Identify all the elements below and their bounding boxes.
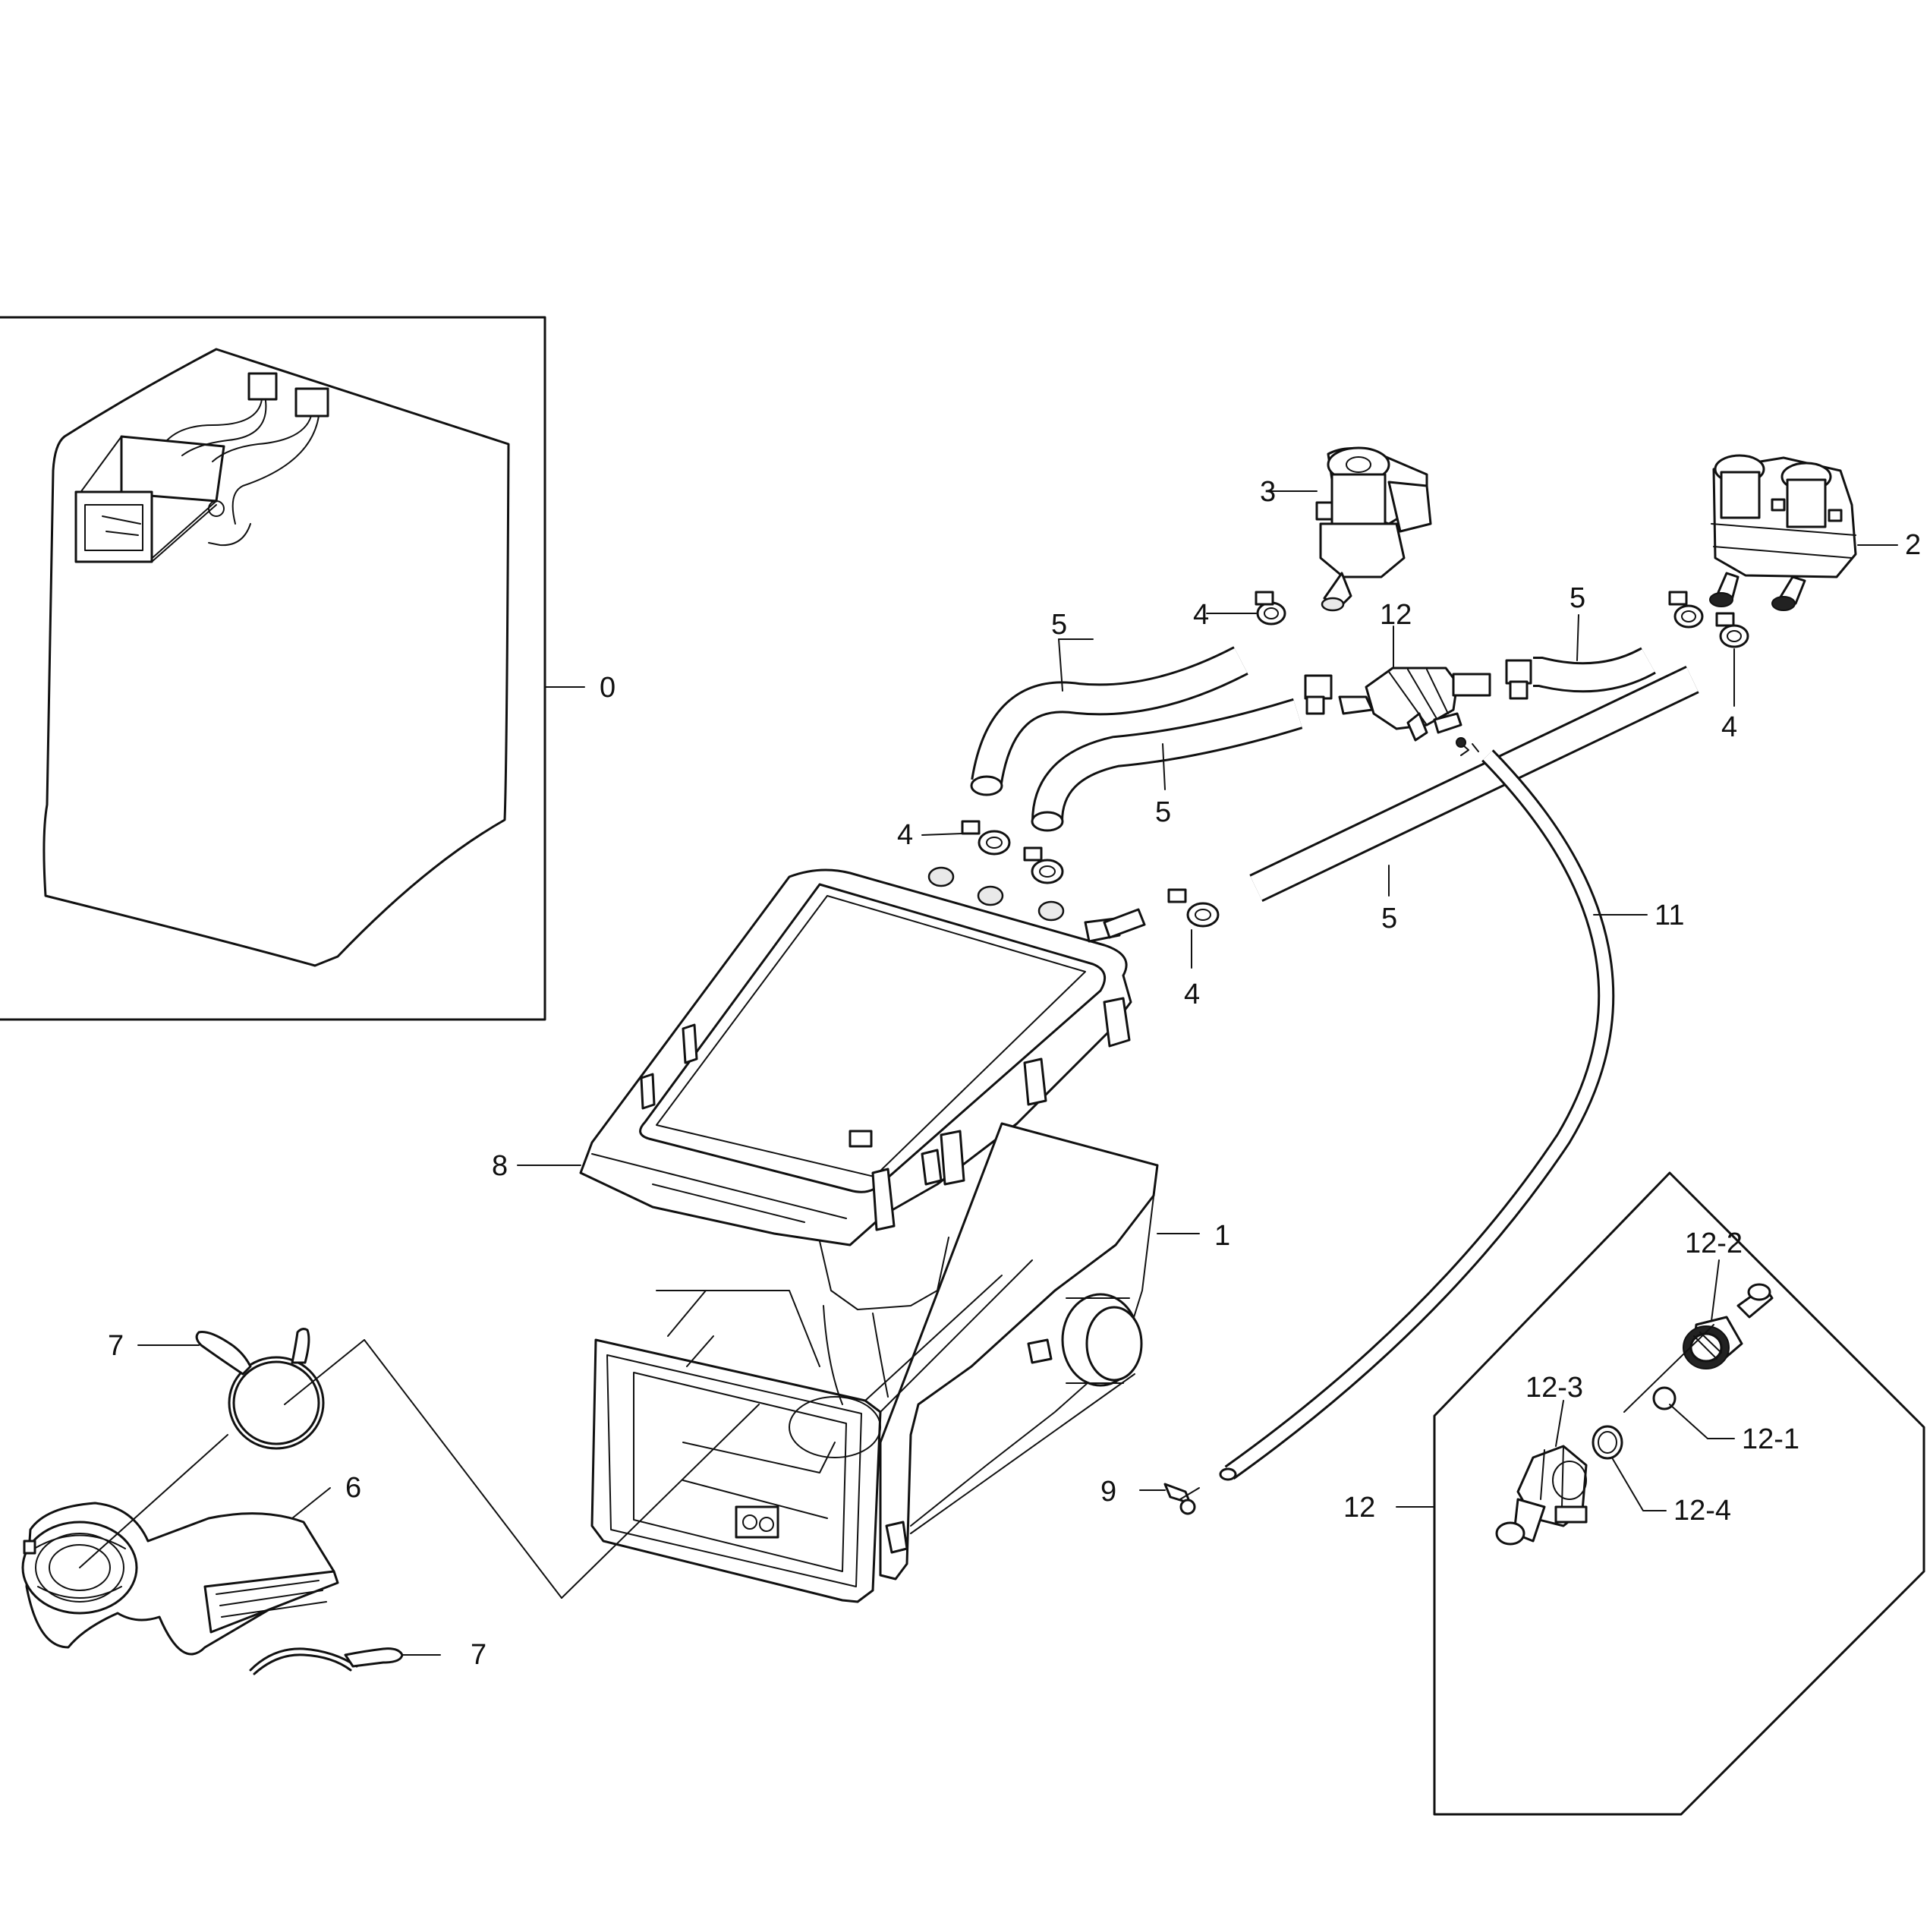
check-valve-exploded-inset <box>1433 1171 1925 1816</box>
hose-upper-right <box>1533 647 1656 693</box>
leader-12-4 <box>1612 1458 1667 1511</box>
clamp-valve-3 <box>1255 591 1286 626</box>
hose-long-right <box>1249 665 1699 903</box>
callout-2: 2 <box>1905 529 1921 561</box>
callout-11: 11 <box>1655 900 1684 931</box>
check-valve-cap <box>1683 1283 1774 1369</box>
callout-4-drawer-right: 4 <box>1184 979 1200 1010</box>
check-valve-body <box>1495 1445 1588 1546</box>
callout-12-1: 12-1 <box>1742 1423 1799 1455</box>
leader-6 <box>291 1487 331 1519</box>
drawer-cover <box>579 866 1146 1247</box>
callout-12-3: 12-3 <box>1525 1372 1583 1404</box>
spring-clamp-upper <box>195 1328 325 1450</box>
inset-drawer <box>74 435 225 563</box>
callout-6: 6 <box>345 1472 361 1504</box>
long-tube <box>1219 737 1615 1481</box>
callout-8: 8 <box>492 1150 508 1182</box>
callout-1: 1 <box>1214 1220 1230 1252</box>
clamp-check-valve-left <box>1304 674 1333 715</box>
clamp-drawer-mid <box>1023 846 1064 884</box>
clamp-drawer-left <box>961 820 1011 856</box>
clamp-valve-2b <box>1715 612 1749 648</box>
check-valve-o-ring <box>1592 1425 1623 1460</box>
callout-12-4: 12-4 <box>1673 1495 1731 1527</box>
callout-3: 3 <box>1260 476 1276 508</box>
assembly-inset <box>0 316 546 1021</box>
check-valve-inset-frame <box>1433 1171 1925 1816</box>
callout-7-lower: 7 <box>471 1639 486 1671</box>
hose-upper-left <box>970 646 1248 796</box>
callout-5-upper-right: 5 <box>1570 582 1585 614</box>
inset-panel-outline <box>43 348 510 967</box>
callout-4-valve3: 4 <box>1193 599 1209 631</box>
callout-leaders <box>137 613 1735 1656</box>
valve-single <box>1315 446 1432 612</box>
callout-5-lower-left: 5 <box>1155 796 1171 828</box>
inset-frame <box>0 316 546 1021</box>
callout-5-upper-left: 5 <box>1051 609 1067 641</box>
leader-ball-to-cap <box>1623 1324 1714 1413</box>
tube-clip <box>1163 1483 1200 1515</box>
callout-4-drawer: 4 <box>897 819 913 851</box>
clamp-check-valve-right <box>1505 659 1532 700</box>
callout-12-lower: 12 <box>1343 1492 1375 1524</box>
leader-5b <box>1576 614 1579 661</box>
callout-12-2: 12-2 <box>1685 1228 1743 1259</box>
callout-0: 0 <box>600 672 616 704</box>
clamp-valve-2a <box>1668 591 1704 629</box>
leader-clamp-to-drawer <box>364 1339 562 1599</box>
inset-valves-hoses <box>166 372 329 547</box>
leader-12-3 <box>1555 1400 1564 1447</box>
leader-5c <box>1162 743 1166 790</box>
leader-clamp-upper-center <box>284 1339 365 1405</box>
leader-12-1 <box>1669 1404 1735 1439</box>
spring-clamp-lower <box>249 1647 404 1675</box>
callout-5-long-right: 5 <box>1381 903 1397 934</box>
callout-9: 9 <box>1100 1476 1116 1508</box>
leader-12-2 <box>1711 1259 1720 1322</box>
callout-12-upper: 12 <box>1380 599 1412 631</box>
leader-4c <box>921 833 963 836</box>
hose-lower-left <box>1031 698 1303 832</box>
clamp-drawer-right <box>1167 888 1220 928</box>
drawer-housing <box>590 1122 1159 1603</box>
leader-clamp-to-bellows <box>79 1434 228 1568</box>
valve-double <box>1709 454 1857 611</box>
callout-4-valve2: 4 <box>1721 711 1737 743</box>
bellows-hose <box>21 1502 339 1656</box>
callout-7-upper: 7 <box>108 1330 124 1362</box>
check-valve <box>1338 667 1491 742</box>
callout-numbers: 0 1 2 3 4 4 4 4 5 5 5 5 6 7 7 8 9 11 12 … <box>108 476 1921 1671</box>
leader-5a-to-hose <box>1058 638 1063 692</box>
leader-drawer-to-bellows <box>561 1404 760 1599</box>
